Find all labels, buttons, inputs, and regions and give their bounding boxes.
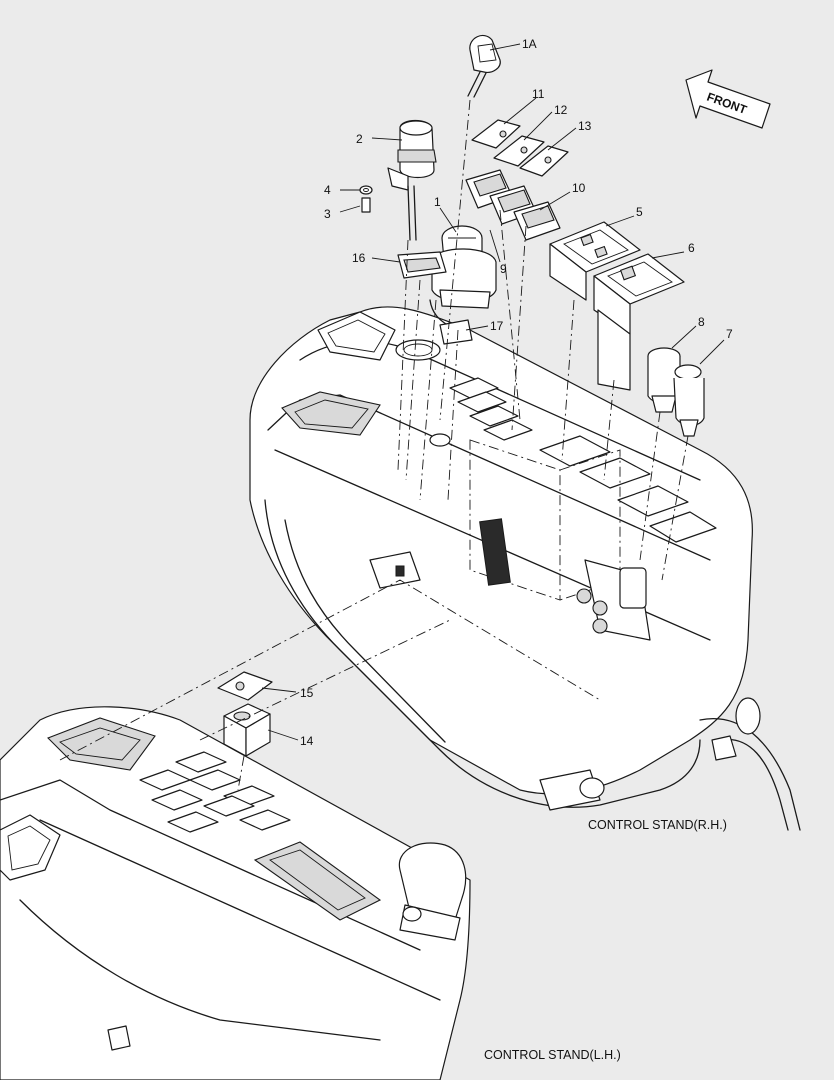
control-stand-lh	[0, 706, 471, 1080]
screw-3-washer-4	[359, 185, 373, 213]
callout-9: 9	[500, 262, 507, 276]
switch-slots-lh	[139, 751, 291, 833]
caption-control-stand-lh: CONTROL STAND(L.H.)	[484, 1048, 621, 1062]
callout-1a: 1A	[522, 37, 537, 51]
switch-bodies-9-10	[465, 169, 561, 241]
caption-control-stand-rh: CONTROL STAND(R.H.)	[588, 818, 727, 832]
callout-16: 16	[352, 251, 366, 265]
callout-10: 10	[572, 181, 586, 195]
callouts: 1A 1 2 3 4 5 6 7 8 9 10 11 12 13 14 15 1…	[300, 37, 733, 748]
callout-11: 11	[532, 87, 545, 101]
callout-6: 6	[688, 241, 695, 255]
assembly-lines	[59, 99, 689, 791]
switch-panel-6	[593, 253, 685, 391]
switch-cap-15	[217, 671, 273, 701]
callout-4: 4	[324, 183, 331, 197]
switch-knob-8	[647, 347, 681, 413]
right-bracket	[576, 559, 651, 641]
front-direction-arrow: FRONT	[685, 69, 771, 129]
callout-3: 3	[324, 207, 331, 221]
callout-7: 7	[726, 327, 733, 341]
key-1a	[467, 35, 501, 98]
callout-14: 14	[300, 734, 314, 748]
indicator-lamp-2	[387, 119, 437, 241]
callout-2: 2	[356, 132, 363, 146]
callout-13: 13	[578, 119, 592, 133]
switch-panel-5	[549, 221, 641, 301]
callout-12: 12	[554, 103, 568, 117]
connector-17	[429, 299, 473, 345]
switch-caps-11-12-13	[471, 119, 569, 177]
control-stand-rh	[249, 306, 801, 831]
callout-15: 15	[300, 686, 314, 700]
callout-17: 17	[490, 319, 504, 333]
callout-1: 1	[434, 195, 441, 209]
leader-lines	[261, 43, 725, 741]
switch-knob-7	[673, 364, 705, 437]
callout-8: 8	[698, 315, 705, 329]
switch-slots-rh	[449, 377, 717, 543]
callout-5: 5	[636, 205, 643, 219]
key-switch-1	[431, 225, 497, 309]
switch-14	[223, 703, 271, 757]
